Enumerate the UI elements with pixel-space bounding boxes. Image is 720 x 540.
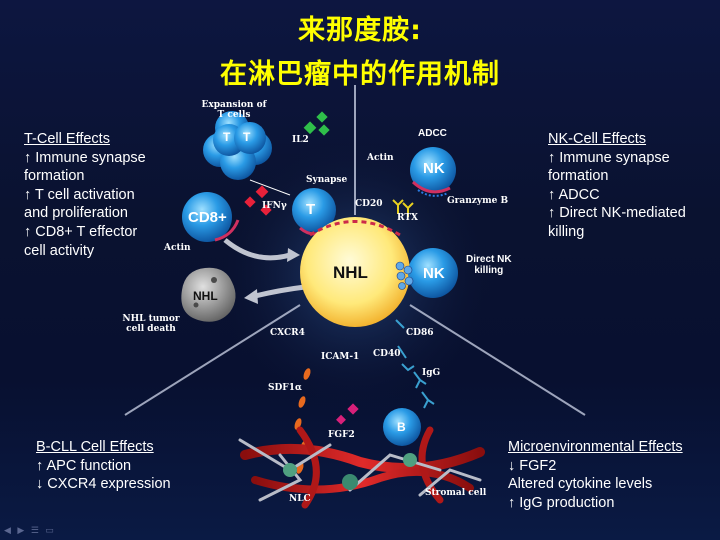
cd40-label: CD40 [373, 349, 401, 359]
t-cell-line: cell activity [24, 242, 95, 259]
t-cell-effects-panel: T-Cell Effects ↑ Immune synapse formatio… [24, 130, 146, 260]
micro-line: ↓ FGF2 [508, 457, 557, 474]
b-cll-heading: B-CLL Cell Effects [36, 439, 154, 455]
t-cell-line: ↑ CD8+ T effector [24, 223, 138, 240]
nhl-dead-label: NHL [193, 289, 218, 303]
nk-cell-line: formation [548, 168, 609, 185]
cd86-label: CD86 [406, 328, 434, 338]
t-cell-main-label: T [306, 201, 316, 218]
nk-granules [395, 261, 414, 290]
divider-lines [124, 85, 586, 416]
fgf2-label: FGF2 [328, 430, 355, 440]
ifn-label: IFNγ [262, 201, 287, 211]
micro-line: ↑ IgG production [508, 494, 615, 511]
adcc-label: ADCC [418, 128, 447, 139]
micro-heading: Microenvironmental Effects [508, 439, 683, 455]
cd8-cell-label: CD8+ [188, 209, 227, 226]
slide-nav-icons[interactable]: ◀ ▶ ☰ ▭ [4, 525, 56, 535]
cd20-label: CD20 [355, 199, 383, 209]
nk-cell-line: ↑ ADCC [548, 186, 600, 203]
nk-top-label: NK [423, 160, 445, 177]
actin-cd8-label: Actin [164, 243, 191, 253]
b-cll-effects-panel: B-CLL Cell Effects ↑ APC function ↓ CXCR… [36, 438, 171, 494]
actin-nk-label: Actin [367, 153, 394, 163]
sdf-label: SDF1α [268, 383, 302, 393]
t-cell-cluster [203, 111, 272, 180]
b-cll-line: ↓ CXCR4 expression [36, 476, 171, 493]
nk-cell-line: ↑ Immune synapse [548, 149, 670, 166]
cxcr4-label: CXCR4 [270, 328, 305, 338]
b-cll-line: ↑ APC function [36, 457, 132, 474]
micro-line: Altered cytokine levels [508, 476, 653, 493]
t-cell-heading: T-Cell Effects [24, 131, 110, 147]
igg-label: IgG [422, 368, 441, 378]
micro-effects-panel: Microenvironmental Effects ↓ FGF2 Altere… [508, 438, 683, 512]
fgf2-cytokines [336, 403, 359, 425]
t-cell-line: ↑ T cell activation [24, 186, 135, 203]
rtx-label: RTX [397, 213, 419, 223]
nhl-main-label: NHL [333, 263, 368, 282]
nk-right-label: NK [423, 265, 445, 282]
nk-cell-line: killing [548, 223, 585, 240]
title-line-2: 在淋巴瘤中的作用机制 [220, 59, 500, 90]
b-cell-label: B [397, 420, 406, 434]
t-cell-small-2-label: T [243, 130, 251, 144]
ifn-cytokines [244, 185, 272, 216]
stromal-label: Stromal cell [425, 488, 487, 498]
t-cell-line: and proliferation [24, 205, 128, 222]
il2-label: IL2 [292, 135, 309, 145]
icam-label: ICAM-1 [321, 352, 360, 362]
granzyme-label: Granzyme B [447, 196, 509, 206]
title-line-1: 来那度胺: [298, 15, 422, 46]
t-cell-line: formation [24, 168, 85, 185]
t-cell-small-1-label: T [223, 130, 231, 144]
il2-cytokines [303, 111, 330, 136]
nk-cell-heading: NK-Cell Effects [548, 131, 647, 147]
synapse-label: Synapse [306, 175, 348, 185]
nlc-label: NLC [289, 494, 311, 504]
nk-cell-effects-panel: NK-Cell Effects ↑ Immune synapse formati… [548, 130, 686, 242]
stromal-network [238, 426, 485, 509]
t-cell-line: ↑ Immune synapse [24, 149, 146, 166]
rtx-antibodies [392, 199, 414, 217]
nk-cell-line: ↑ Direct NK-mediated [548, 205, 686, 222]
